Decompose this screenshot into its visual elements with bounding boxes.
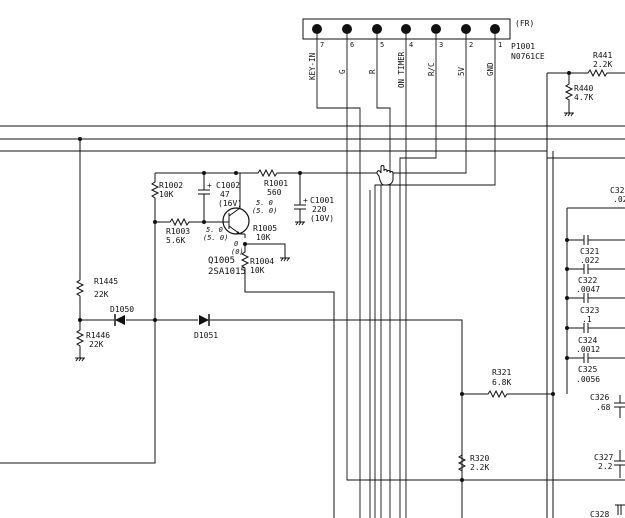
voltage-base: 5. 0 — [206, 226, 223, 234]
signal-g: G — [338, 69, 347, 74]
c1001-plus: + — [303, 196, 308, 205]
q1005-circuit: R1002 10K R1003 5.6K + C1002 47 (16V) Q1… — [0, 168, 335, 518]
c32-ref: C32 — [610, 186, 625, 195]
c1002-ref: C1002 — [216, 181, 240, 190]
c1001-ref: C1001 — [310, 196, 334, 205]
c328-ref: C328 — [590, 510, 609, 518]
q1005-ref: Q1005 — [208, 256, 235, 266]
r1446-ref: R1446 — [86, 331, 110, 340]
c327-value: 2.2 — [598, 462, 613, 471]
c323-value: .1 — [582, 315, 592, 324]
pin-number-4: 4 — [409, 41, 413, 49]
signal-5v: 5V — [457, 66, 466, 76]
r1001-value: 560 — [267, 188, 282, 197]
connector-part: N0761CE — [511, 52, 545, 61]
r1003-value: 5.6K — [166, 236, 185, 245]
c323-ref: C323 — [580, 306, 599, 315]
c325-ref: C325 — [578, 365, 597, 374]
pin-number-6: 6 — [350, 41, 354, 49]
voltage-collector: 0 — [234, 240, 238, 248]
r1004-ref: R1004 — [250, 257, 274, 266]
c324-ref: C324 — [578, 336, 597, 345]
c1001-value: 220 — [312, 205, 327, 214]
pin-number-5: 5 — [380, 41, 384, 49]
c321-value: .022 — [580, 256, 599, 265]
signal-gnd: GND — [486, 62, 495, 76]
c32-value: .02 — [613, 195, 625, 204]
pin-number-7: 7 — [320, 41, 324, 49]
c1001-rating: (10V) — [310, 214, 334, 223]
c1002-plus: + — [207, 181, 212, 190]
pin-number-3: 3 — [439, 41, 443, 49]
connector-pin-4 — [401, 24, 411, 34]
c321-ref: C321 — [580, 247, 599, 256]
r441-r440: R441 2.2K R440 4.7K — [546, 51, 625, 518]
r1446-value: 22K — [89, 340, 104, 349]
signal-on-timer: ON TIMER — [397, 51, 406, 88]
r320-value: 2.2K — [470, 463, 489, 472]
c325-value: .0056 — [576, 375, 600, 384]
q1005-symbol — [222, 207, 250, 235]
voltage-emitter-alt: (5. 0) — [252, 207, 277, 215]
connector-pin-7 — [312, 24, 322, 34]
connector-body — [302, 18, 511, 40]
r441-value: 2.2K — [593, 60, 612, 69]
q1005-part: 2SA1015 — [208, 267, 246, 277]
capacitor-bank: C32 .02 C321 .022 C322 .0047 C323 .1 C32… — [547, 157, 625, 518]
connector-pins — [312, 24, 500, 34]
r1445-value: 22K — [94, 290, 109, 299]
connector-pin-1 — [490, 24, 500, 34]
c326-ref: C326 — [590, 393, 609, 402]
c326-value: .68 — [596, 403, 611, 412]
r1002-value: 10K — [159, 190, 174, 199]
c1002-value: 47 — [220, 190, 230, 199]
pin-number-1: 1 — [498, 41, 502, 49]
voltage-collector-alt: (0) — [231, 248, 244, 256]
connector-leads — [300, 34, 625, 518]
r1002-ref: R1002 — [159, 181, 183, 190]
r441-ref: R441 — [593, 51, 612, 60]
r321-value: 6.8K — [492, 378, 511, 387]
c322-ref: C322 — [578, 276, 597, 285]
c322-value: .0047 — [576, 285, 600, 294]
r1005-ref: R1005 — [253, 224, 277, 233]
voltage-base-alt: (5. 0) — [203, 234, 228, 242]
r321-r320: R321 6.8K R320 2.2K — [457, 151, 555, 518]
connector-ref: P1001 — [511, 42, 535, 51]
connector-pin-3 — [431, 24, 441, 34]
pin-number-2: 2 — [469, 41, 473, 49]
hand-cursor-icon — [376, 165, 394, 186]
r440-value: 4.7K — [574, 93, 593, 102]
c1002-rating: (16V) — [218, 199, 242, 208]
voltage-emitter: 5. 0 — [256, 199, 273, 207]
signal-key-in: KEY-IN — [308, 53, 317, 80]
c324-value: .0012 — [576, 345, 600, 354]
r321-ref: R321 — [492, 368, 511, 377]
r1004-value: 10K — [250, 266, 265, 275]
r1445-ref: R1445 — [94, 277, 118, 286]
signal-r: R — [368, 69, 377, 74]
connector-pin-6 — [342, 24, 352, 34]
connector-tag: (FR) — [515, 19, 534, 28]
d1050-ref: D1050 — [110, 305, 134, 314]
bus-lines — [0, 125, 625, 152]
signal-rc: R/C — [427, 62, 436, 76]
r1003-ref: R1003 — [166, 227, 190, 236]
connector-pin-5 — [372, 24, 382, 34]
c327-ref: C327 — [594, 453, 613, 462]
connector-p1001: (FR) P1001 N0761CE 7 6 5 4 3 2 1 KEY-IN … — [302, 18, 545, 88]
connector-pin-2 — [461, 24, 471, 34]
r1005-value: 10K — [256, 233, 271, 242]
r1001-ref: R1001 — [264, 179, 288, 188]
r320-ref: R320 — [470, 454, 489, 463]
r440-ref: R440 — [574, 84, 593, 93]
d1051-ref: D1051 — [194, 331, 218, 340]
